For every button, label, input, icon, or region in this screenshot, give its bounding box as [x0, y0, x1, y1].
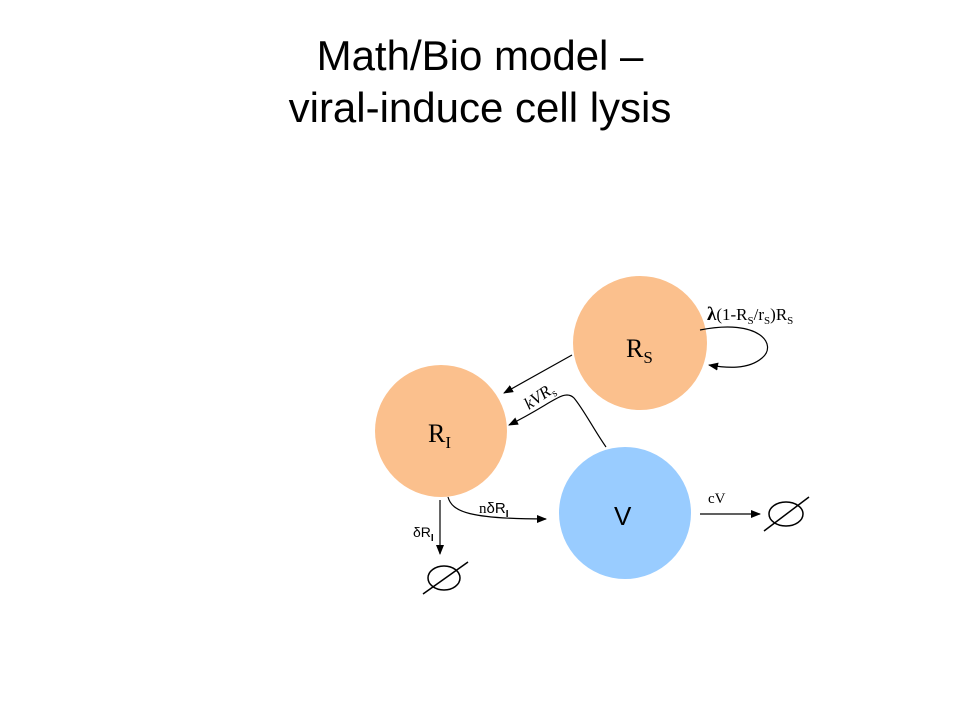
- empty-set-symbol-clearance: [763, 496, 810, 532]
- burst-arrow: [447, 496, 547, 523]
- growth-loop-arrow: [699, 326, 768, 371]
- infection-arrow-from-susceptible: [503, 354, 573, 394]
- node-susceptible: [573, 276, 707, 410]
- node-virus: [559, 447, 691, 579]
- title-line-2: viral-induce cell lysis: [288, 84, 672, 131]
- title-line-1: Math/Bio model –: [316, 32, 644, 79]
- label-susceptible: RS: [626, 334, 653, 367]
- growth-rate-label: λ(1-RS/rS)RS: [707, 304, 793, 327]
- clearance-rate-label: cV: [708, 491, 726, 507]
- infection-rate-label: kVRs: [520, 379, 559, 416]
- label-virus: V: [614, 501, 632, 531]
- death-rate-label: δRI: [413, 524, 434, 544]
- slide-title: Math/Bio model – viral-induce cell lysis: [0, 30, 960, 134]
- burst-rate-label: nδRI: [479, 500, 509, 520]
- node-infected: [375, 365, 507, 497]
- infection-arrow-from-virus: [508, 394, 607, 448]
- label-infected: RI: [428, 419, 451, 452]
- empty-set-symbol-death: [422, 561, 469, 595]
